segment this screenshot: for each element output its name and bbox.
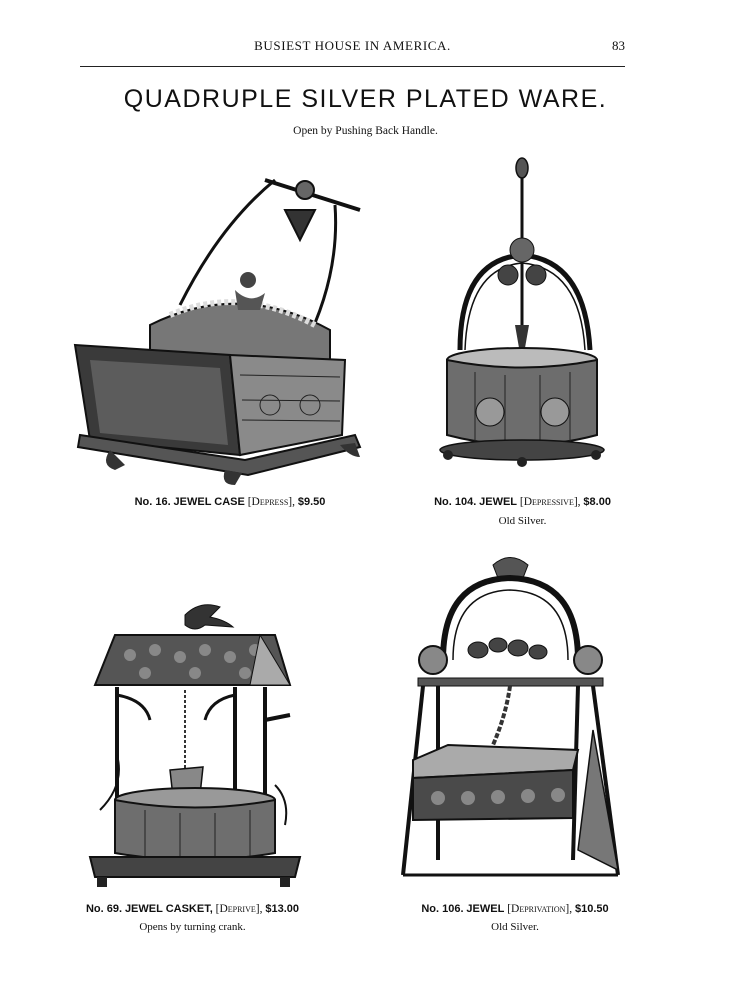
running-title: BUSIEST HOUSE IN AMERICA.: [254, 38, 451, 53]
item-name: JEWEL CASKET,: [124, 903, 213, 915]
item-note-106: Old Silver.: [491, 921, 539, 933]
item-name: JEWEL: [479, 496, 518, 508]
item-code: [Deprive],: [215, 903, 263, 915]
jewel-basket-illustration: [439, 157, 605, 467]
page-number: 83: [612, 38, 625, 53]
item-caption-106: No. 106. JEWEL [Deprivation], $10.50: [400, 903, 630, 915]
item-price: $9.50: [297, 496, 326, 508]
item-caption-104: No. 104. JEWEL [Depressive], $8.00: [415, 496, 630, 508]
running-head: BUSIEST HOUSE IN AMERICA. 83: [80, 38, 625, 60]
item-price: $8.00: [583, 496, 611, 508]
item-price: $10.50: [574, 903, 609, 915]
item-name: JEWEL: [466, 903, 505, 915]
page-subtitle: Open by Pushing Back Handle.: [293, 125, 438, 137]
item-number: No. 16.: [134, 496, 171, 508]
jewel-swing-illustration: [401, 557, 620, 877]
item-number: No. 106.: [421, 903, 464, 915]
item-code: [Depress],: [247, 496, 296, 508]
item-code: [Depressive],: [519, 496, 581, 508]
item-number: No. 69.: [85, 903, 123, 915]
item-caption-69: No. 69. JEWEL CASKET, [Deprive], $13.00: [75, 903, 310, 915]
item-number: No. 104.: [434, 496, 477, 508]
item-note-104: Old Silver.: [498, 515, 547, 527]
page-title: QUADRUPLE SILVER PLATED WARE.: [123, 85, 608, 113]
jewel-case-illustration: [73, 178, 362, 485]
item-note-69: Opens by turning crank.: [139, 921, 246, 933]
item-price: $13.00: [265, 903, 299, 915]
jewel-casket-well-illustration: [88, 604, 302, 887]
item-caption-16: No. 16. JEWEL CASE [Depress], $9.50: [115, 496, 345, 508]
header-rule: [80, 66, 625, 67]
item-code: [Deprivation],: [507, 903, 573, 915]
item-name: JEWEL CASE: [173, 496, 245, 508]
